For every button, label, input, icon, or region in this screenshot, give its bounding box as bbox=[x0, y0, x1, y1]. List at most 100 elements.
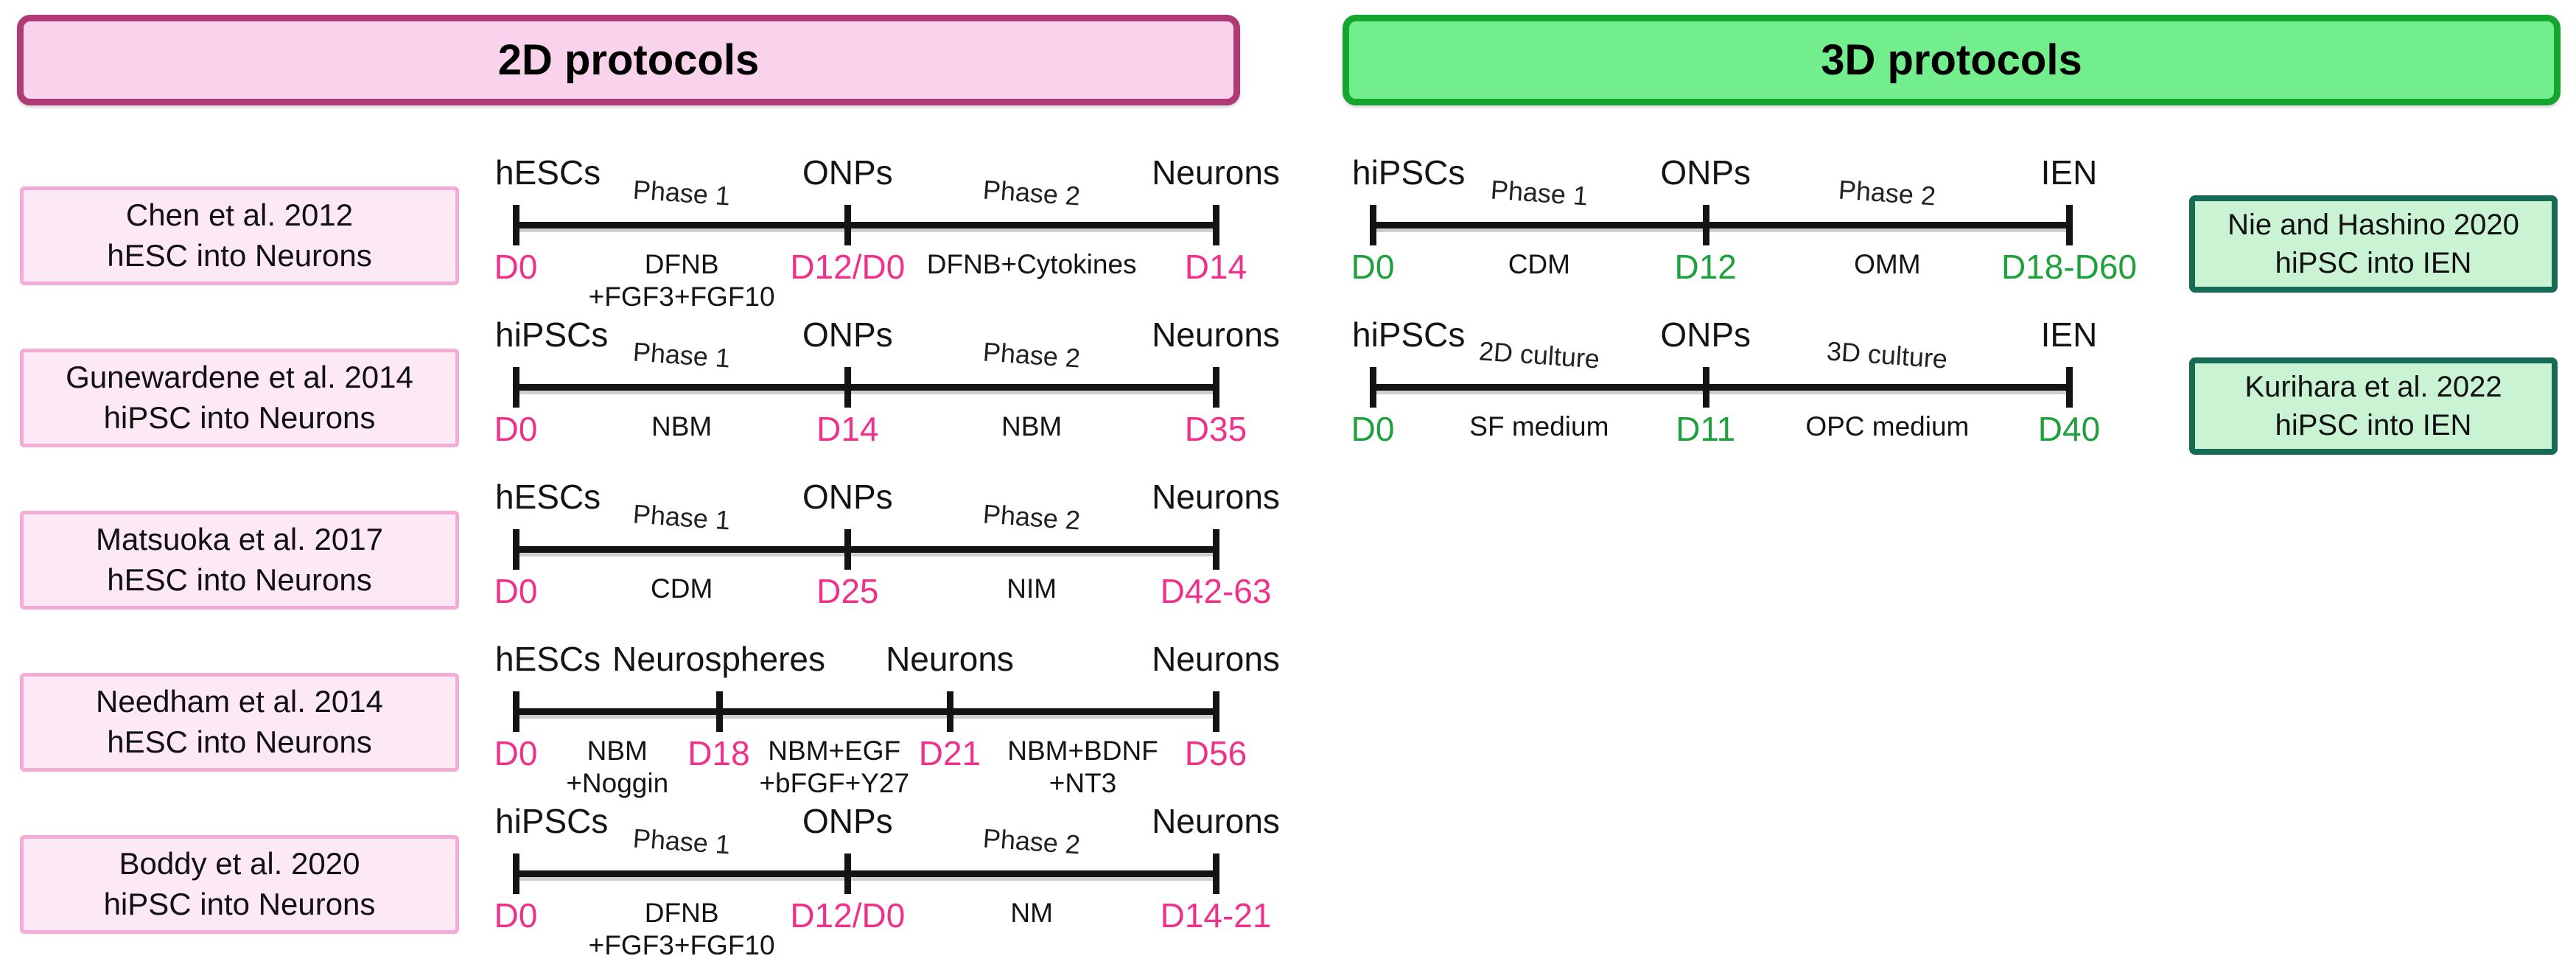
stage-label: ONPs bbox=[1660, 315, 1751, 354]
citation-line2: hESC into Neurons bbox=[107, 725, 372, 759]
phase-label: Phase 1 bbox=[631, 498, 732, 536]
citation-line1: Matsuoka et al. 2017 bbox=[96, 522, 383, 557]
medium-label: NBM bbox=[651, 411, 713, 441]
timeline-tick bbox=[1213, 691, 1219, 732]
phase-label: Phase 2 bbox=[981, 336, 1082, 374]
stage-label: Neurons bbox=[886, 640, 1014, 678]
stage-label: Neurospheres bbox=[612, 640, 825, 678]
day-label: D35 bbox=[1184, 410, 1247, 448]
timeline-tick bbox=[2066, 205, 2073, 245]
timeline-line bbox=[516, 546, 1216, 553]
citation-line2: hESC into Neurons bbox=[107, 238, 372, 273]
citation-line1: Nie and Hashino 2020 bbox=[2227, 209, 2519, 241]
stage-label: Neurons bbox=[1152, 802, 1280, 840]
stage-label: hiPSCs bbox=[1352, 153, 1466, 192]
citation-box: Chen et al. 2012 hESC into Neurons bbox=[20, 186, 459, 285]
stage-label: Neurons bbox=[1152, 153, 1280, 192]
day-label: D14 bbox=[816, 410, 879, 448]
citation-box: Kurihara et al. 2022 hiPSC into IEN bbox=[2189, 357, 2558, 455]
medium-label: DFNB +FGF3+FGF10 bbox=[588, 898, 775, 960]
timeline-tick bbox=[844, 205, 852, 245]
day-label: D18-D60 bbox=[2001, 248, 2138, 286]
citation-line1: Kurihara et al. 2022 bbox=[2244, 371, 2502, 403]
timeline-tick bbox=[715, 691, 723, 732]
timeline-line bbox=[1373, 384, 2069, 391]
day-label: D0 bbox=[494, 248, 538, 286]
medium-label: NM bbox=[1010, 898, 1053, 928]
day-label: D25 bbox=[816, 572, 879, 610]
day-label: D42-63 bbox=[1160, 572, 1272, 610]
stage-label: hiPSCs bbox=[495, 315, 609, 354]
citation-box: Needham et al. 2014 hESC into Neurons bbox=[20, 673, 459, 772]
medium-label: SF medium bbox=[1469, 411, 1609, 441]
timeline-tick bbox=[1702, 367, 1709, 408]
medium-label: OPC medium bbox=[1805, 411, 1970, 441]
day-label: D56 bbox=[1184, 734, 1247, 772]
citation-line2: hiPSC into IEN bbox=[2275, 247, 2472, 279]
timeline-tick bbox=[947, 691, 953, 732]
day-label: D0 bbox=[494, 572, 538, 610]
stage-label: ONPs bbox=[802, 315, 893, 354]
timeline-tick bbox=[1213, 529, 1219, 570]
phase-label: Phase 2 bbox=[1838, 174, 1937, 212]
timeline-line bbox=[516, 870, 1216, 877]
timeline-line bbox=[516, 222, 1216, 228]
citation-line1: Needham et al. 2014 bbox=[96, 684, 383, 719]
timeline-tick bbox=[1702, 205, 1709, 245]
day-label: D14 bbox=[1184, 248, 1247, 286]
phase-label: Phase 1 bbox=[631, 336, 732, 374]
stage-label: hiPSCs bbox=[1352, 315, 1466, 354]
medium-label: NBM+EGF +bFGF+Y27 bbox=[759, 736, 910, 798]
phase-label: Phase 2 bbox=[981, 823, 1082, 860]
phase-label: 3D culture bbox=[1826, 335, 1949, 374]
stage-label: hESCs bbox=[495, 478, 601, 516]
citation-line2: hiPSC into IEN bbox=[2275, 409, 2472, 441]
citation-line1: Boddy et al. 2020 bbox=[119, 846, 360, 882]
medium-label: CDM bbox=[1508, 249, 1570, 279]
day-label: D40 bbox=[2037, 410, 2101, 448]
timeline-tick bbox=[513, 367, 519, 408]
timeline-tick bbox=[844, 367, 852, 408]
stage-label: ONPs bbox=[802, 802, 893, 840]
phase-label: Phase 1 bbox=[1489, 174, 1589, 212]
stage-label: hESCs bbox=[495, 153, 601, 192]
day-label: D0 bbox=[494, 410, 538, 448]
medium-label: DFNB+Cytokines bbox=[926, 249, 1137, 279]
timeline-tick bbox=[513, 205, 519, 245]
day-label: D12/D0 bbox=[790, 248, 906, 286]
stage-label: IEN bbox=[2040, 315, 2098, 354]
medium-label: CDM bbox=[651, 573, 713, 604]
timeline-tick bbox=[1370, 367, 1376, 408]
stage-label: hiPSCs bbox=[495, 802, 609, 840]
stage-label: ONPs bbox=[802, 153, 893, 192]
day-label: D11 bbox=[1676, 410, 1736, 448]
day-label: D0 bbox=[1351, 248, 1395, 286]
phase-label: Phase 1 bbox=[631, 823, 732, 860]
citation-line1: Chen et al. 2012 bbox=[125, 198, 354, 233]
citation-line1: Gunewardene et al. 2014 bbox=[66, 360, 413, 395]
phase-label: Phase 2 bbox=[981, 174, 1082, 212]
timeline-tick bbox=[513, 529, 519, 570]
citation-box: Nie and Hashino 2020 hiPSC into IEN bbox=[2189, 195, 2558, 293]
day-label: D12/D0 bbox=[790, 896, 906, 935]
phase-label: Phase 1 bbox=[631, 174, 732, 212]
medium-label: NBM +Noggin bbox=[566, 736, 669, 798]
day-label: D0 bbox=[494, 734, 538, 772]
stage-label: ONPs bbox=[802, 478, 893, 516]
medium-label: DFNB +FGF3+FGF10 bbox=[588, 249, 775, 312]
timeline-line bbox=[516, 384, 1216, 391]
day-label: D0 bbox=[1351, 410, 1395, 448]
header-2d-protocols: 2D protocols bbox=[17, 15, 1240, 105]
timeline-line bbox=[516, 708, 1216, 715]
citation-line2: hiPSC into Neurons bbox=[103, 887, 376, 921]
medium-label: OMM bbox=[1854, 249, 1921, 279]
stage-label: hESCs bbox=[495, 640, 601, 678]
header-3d-protocols: 3D protocols bbox=[1343, 15, 2561, 105]
timeline-tick bbox=[1213, 205, 1219, 245]
stage-label: Neurons bbox=[1152, 640, 1280, 678]
stage-label: Neurons bbox=[1152, 315, 1280, 354]
citation-line2: hiPSC into Neurons bbox=[103, 400, 376, 435]
timeline-tick bbox=[2066, 367, 2073, 408]
